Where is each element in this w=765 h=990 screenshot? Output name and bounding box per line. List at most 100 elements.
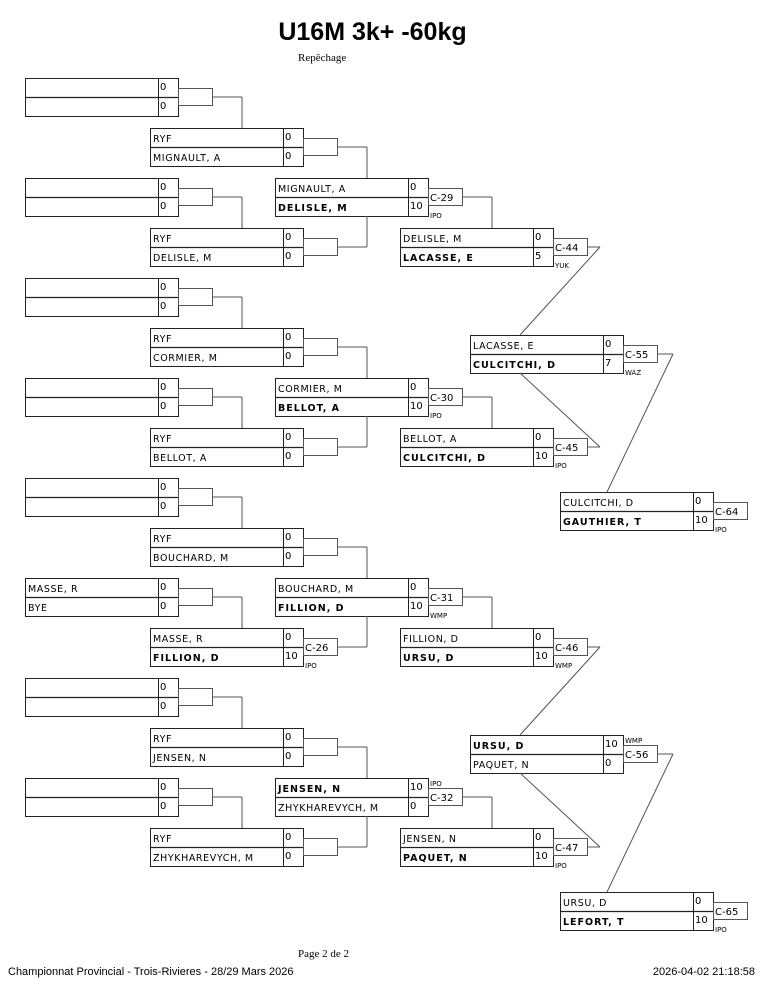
competitor-name: JENSEN, N <box>152 753 207 764</box>
competitor-score: 0 <box>285 532 291 543</box>
competitor-score: 0 <box>285 732 291 743</box>
competitor-name: BELLOT, A <box>153 453 207 464</box>
competitor-score: 10 <box>695 915 708 926</box>
competitor-name: LEFORT, T <box>563 917 625 928</box>
result-code: IPO <box>430 412 442 420</box>
competitor-name: RYF <box>153 734 172 745</box>
competitor-score: 0 <box>285 251 291 262</box>
competitor-name: CULCITCHI, D <box>403 453 486 464</box>
competitor-score: 0 <box>160 201 166 212</box>
competitor-name: DELISLE, M <box>403 234 462 245</box>
contest-number: C-26 <box>305 643 328 654</box>
competitor-name: DELISLE, M <box>278 203 348 214</box>
contest-number: C-64 <box>715 507 738 518</box>
competitor-score: 5 <box>535 251 541 262</box>
contest-number: C-56 <box>625 750 648 761</box>
match-box: 00 <box>25 78 213 117</box>
competitor-name: URSU, D <box>403 653 454 664</box>
contest-number: C-31 <box>430 593 453 604</box>
result-code: IPO <box>715 926 727 934</box>
result-code: WMP <box>430 612 447 620</box>
connector-box <box>303 438 338 456</box>
result-code: IPO <box>555 462 567 470</box>
competitor-name: RYF <box>153 834 172 845</box>
competitor-score: 0 <box>285 351 291 362</box>
connector-box <box>303 338 338 356</box>
competitor-score: 10 <box>285 651 298 662</box>
competitor-score: 0 <box>160 482 166 493</box>
connector-box <box>303 838 338 856</box>
competitor-name: FILLION, D <box>153 653 220 664</box>
competitor-name: LACASSE, E <box>403 253 474 264</box>
competitor-name: FILLION, D <box>278 603 345 614</box>
competitor-name: PAQUET, N <box>473 760 529 771</box>
competitor-score: 0 <box>285 832 291 843</box>
competitor-score: 10 <box>535 451 548 462</box>
competitor-score: 10 <box>410 201 423 212</box>
result-code: IPO <box>715 526 727 534</box>
match-box: 00 <box>25 678 213 717</box>
contest-box <box>713 902 748 920</box>
competitor-score: 0 <box>285 151 291 162</box>
result-code: IPO <box>430 780 442 788</box>
competitor-name: RYF <box>153 134 172 145</box>
result-code: WAZ <box>625 369 641 377</box>
competitor-name: BELLOT, A <box>278 403 340 414</box>
connector-line <box>519 372 601 448</box>
competitor-name: ZHYKHAREVYCH, M <box>153 853 254 864</box>
connector-box <box>178 188 213 206</box>
competitor-score: 0 <box>285 132 291 143</box>
competitor-name: MIGNAULT, A <box>278 184 346 195</box>
competitor-score: 0 <box>160 682 166 693</box>
connector-box <box>178 788 213 806</box>
competitor-score: 0 <box>285 551 291 562</box>
competitor-score: 0 <box>285 632 291 643</box>
connector-line <box>519 246 601 336</box>
competitor-name: ZHYKHAREVYCH, M <box>278 803 379 814</box>
connector-line <box>519 646 601 736</box>
competitor-score: 10 <box>410 401 423 412</box>
print-timestamp: 2026-04-02 21:18:58 <box>652 966 755 978</box>
competitor-name: RYF <box>153 534 172 545</box>
competitor-name: URSU, D <box>563 898 607 909</box>
competitor-score: 0 <box>285 751 291 762</box>
connector-box <box>303 138 338 156</box>
contest-box <box>713 502 748 520</box>
competitor-score: 10 <box>410 782 423 793</box>
event-name: Championnat Provincial - Trois-Rivieres … <box>8 966 294 978</box>
competitor-name: BYE <box>28 603 48 614</box>
competitor-score: 0 <box>410 582 416 593</box>
competitor-score: 10 <box>410 601 423 612</box>
contest-number: C-65 <box>715 907 738 918</box>
competitor-name: LACASSE, E <box>473 341 534 352</box>
contest-number: C-46 <box>555 643 578 654</box>
contest-number: C-29 <box>430 193 453 204</box>
contest-number: C-32 <box>430 793 453 804</box>
connector-box <box>178 288 213 306</box>
competitor-name: CULCITCHI, D <box>563 498 634 509</box>
match-box: 00 <box>25 278 213 317</box>
competitor-name: JENSEN, N <box>402 834 457 845</box>
competitor-score: 0 <box>285 432 291 443</box>
connector-box <box>178 88 213 106</box>
page-title: U16M 3k+ -60kg <box>278 18 467 46</box>
competitor-score: 0 <box>535 832 541 843</box>
competitor-score: 0 <box>160 382 166 393</box>
competitor-name: BOUCHARD, M <box>278 584 354 595</box>
connector-box <box>303 538 338 556</box>
competitor-name: BOUCHARD, M <box>153 553 229 564</box>
match-box: 00 <box>25 178 213 217</box>
